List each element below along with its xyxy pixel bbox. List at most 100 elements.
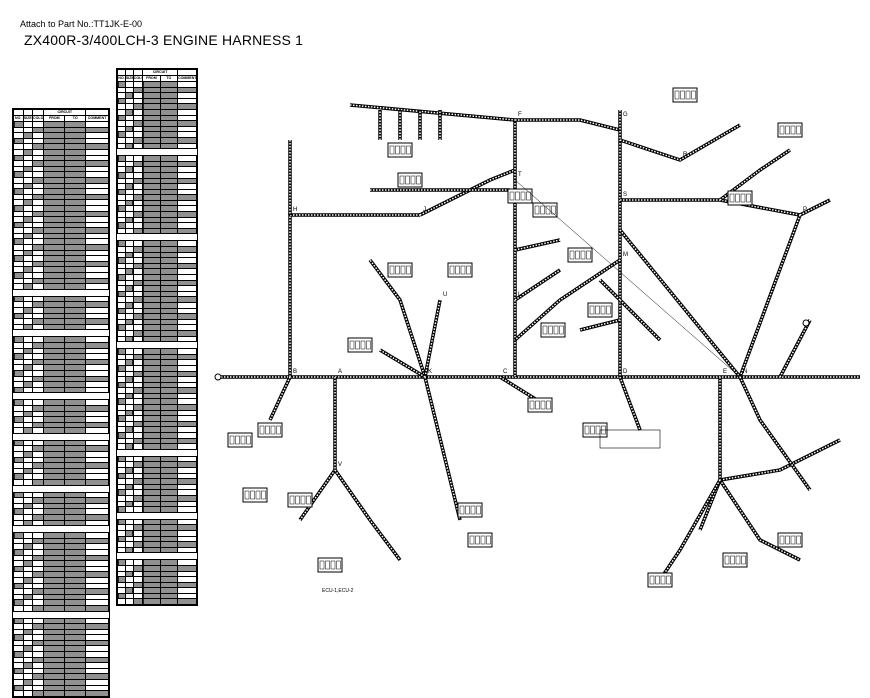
table-row — [13, 571, 109, 578]
connector-pin — [730, 555, 735, 565]
connector-pin — [729, 193, 735, 203]
connector-pin — [546, 400, 551, 410]
connector — [647, 572, 673, 588]
harness-wire-hatch — [719, 439, 841, 481]
connector-pin — [306, 495, 311, 505]
table-row — [117, 279, 197, 287]
connector-pin — [542, 325, 548, 335]
table-row — [117, 274, 197, 281]
connector-pin — [724, 555, 730, 565]
column-header: COLOR — [132, 75, 144, 82]
connector-pin — [666, 575, 671, 585]
harness-wire-hatch — [619, 124, 741, 161]
harness-wire — [718, 479, 801, 562]
connector-pin — [459, 505, 465, 515]
ground-terminal — [802, 319, 810, 327]
connector-pin — [746, 193, 751, 203]
table-row — [117, 364, 197, 372]
harness-wire-hatch — [289, 214, 420, 377]
harness-wire-hatch — [349, 104, 516, 121]
table-row — [117, 194, 197, 201]
table-row — [13, 255, 109, 262]
connector — [227, 432, 253, 448]
harness-wire — [515, 118, 621, 132]
harness-wire — [619, 123, 741, 162]
connector — [287, 492, 313, 508]
table-row — [117, 398, 197, 406]
table-row — [117, 409, 197, 417]
connector — [507, 188, 533, 204]
page-title: ZX400R-3/400LCH-3 ENGINE HARNESS 1 — [24, 32, 304, 48]
connector — [567, 247, 593, 263]
table-row — [117, 160, 197, 168]
connector-pin — [515, 191, 520, 201]
table-row — [13, 188, 109, 195]
junction-label: P — [803, 207, 807, 213]
harness-wire-hatch — [739, 376, 811, 491]
connector-pin — [590, 425, 595, 435]
table-row — [117, 478, 197, 485]
harness-wire — [618, 228, 742, 379]
table-row — [13, 497, 109, 504]
connector-pin — [469, 535, 475, 545]
connector-pin — [475, 535, 480, 545]
bracket — [599, 429, 661, 449]
connector-pin — [660, 575, 666, 585]
harness-wire-hatch — [269, 376, 291, 421]
connector-pin — [575, 250, 580, 260]
junction-label: S — [623, 192, 627, 198]
connector-pin — [779, 125, 785, 135]
connector-pin — [520, 191, 526, 201]
table-row — [117, 495, 197, 502]
connector-pin — [580, 250, 586, 260]
connector — [387, 262, 413, 278]
connector-pin — [355, 340, 360, 350]
junction-label: U — [443, 292, 447, 298]
connector-pin — [796, 125, 801, 135]
connector-pin — [600, 305, 606, 315]
connector-pin — [540, 205, 545, 215]
harness-wire-hatch — [579, 319, 621, 331]
table-row — [13, 232, 109, 240]
table-row — [13, 439, 109, 447]
table-row — [13, 358, 109, 366]
table-row — [13, 421, 109, 429]
harness-wire — [288, 213, 420, 377]
connector — [257, 422, 283, 438]
connector-pin — [389, 145, 395, 155]
table-row — [117, 348, 197, 355]
table-row — [117, 483, 197, 491]
connector-pin — [470, 505, 476, 515]
connector-pin — [295, 495, 300, 505]
ecu-label: ECU-1,ECU-2 — [322, 588, 354, 594]
attach-part-number: Attach to Part No.:TT1JK-E-00 — [20, 19, 143, 29]
table-row — [13, 473, 109, 480]
table-row — [117, 415, 197, 422]
junction-label: F — [518, 112, 522, 118]
table-row — [13, 318, 109, 325]
connector-pin — [569, 250, 575, 260]
table-row — [117, 251, 197, 259]
table-row — [13, 126, 109, 134]
table-row — [13, 514, 109, 521]
connector-pin — [399, 175, 405, 185]
connector-pin — [349, 340, 355, 350]
connector-pin — [586, 250, 591, 260]
table-row — [117, 420, 197, 428]
table-row — [117, 392, 197, 400]
table-row — [117, 290, 197, 298]
column-header: TO — [64, 115, 87, 122]
connector-pin — [584, 425, 590, 435]
connector-pin — [330, 560, 336, 570]
junction-label: N — [743, 369, 747, 375]
table-row — [13, 347, 109, 355]
connector-pin — [685, 90, 691, 100]
connector-pin — [395, 265, 400, 275]
connector-pin — [360, 340, 366, 350]
table-row — [117, 313, 197, 320]
table-row — [117, 329, 197, 337]
table-row — [117, 296, 197, 303]
table-row — [13, 364, 109, 371]
table-row — [13, 467, 109, 475]
